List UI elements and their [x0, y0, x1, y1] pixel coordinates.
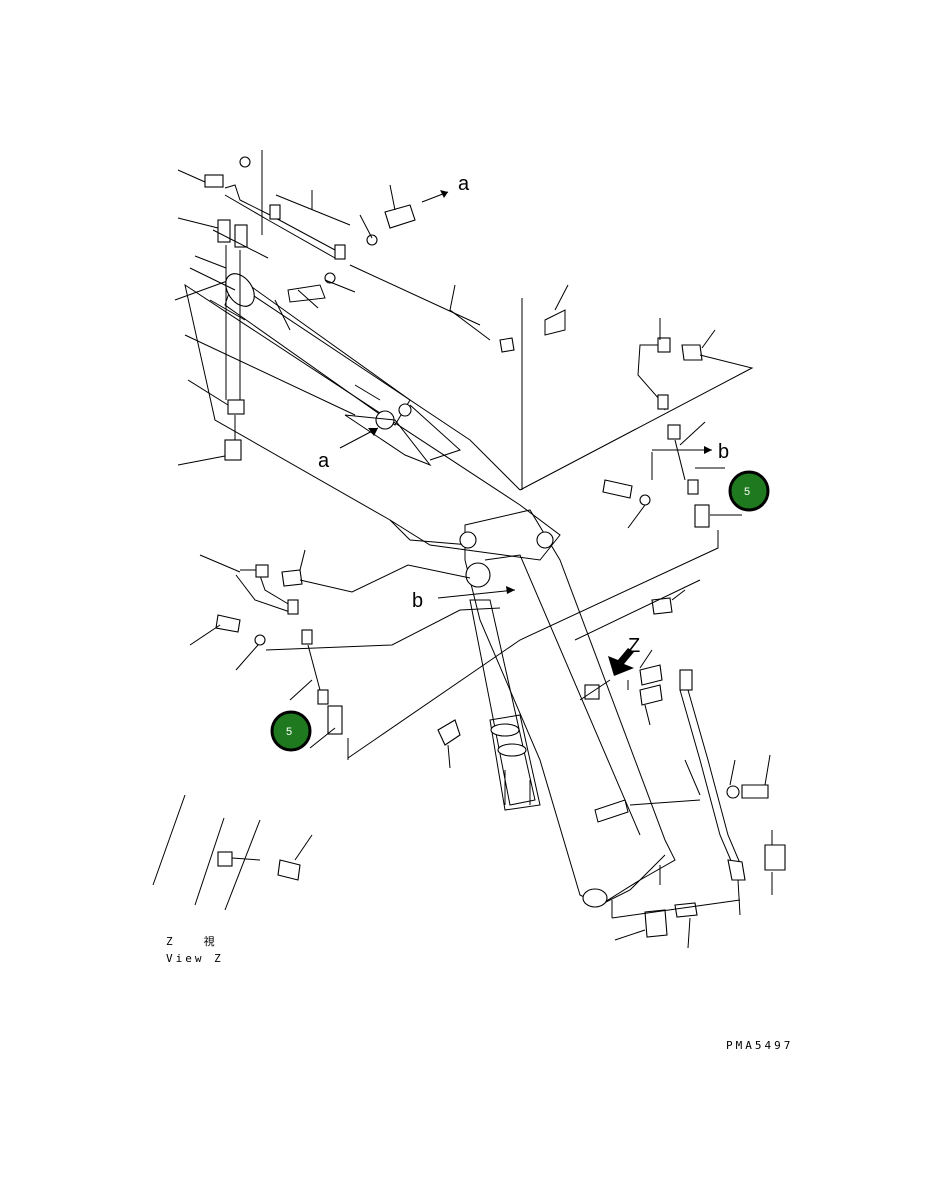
label-b-mid: b [412, 590, 423, 612]
leader-lines [177, 150, 773, 949]
label-b-right: b [718, 441, 729, 463]
hose-group-left-mid [215, 564, 461, 746]
view-z-caption-en: View Z [166, 952, 224, 965]
callout-badge-left[interactable]: 5 [270, 710, 312, 752]
view-z-caption-jp: Z 視 [166, 934, 218, 948]
hose-group-right [499, 309, 710, 528]
label-a-top: a [458, 173, 470, 195]
hose-group-top-left [204, 156, 416, 461]
callout-number: 5 [286, 726, 292, 738]
direction-arrows [339, 190, 712, 676]
boom-cylinder [224, 273, 461, 467]
boom [174, 279, 561, 561]
view-z-arrow-icon [608, 648, 634, 676]
arm [459, 509, 676, 908]
label-z-arrow: Z [628, 635, 640, 657]
label-a-mid: a [318, 450, 330, 472]
callout-badge-right[interactable]: 5 [728, 470, 770, 512]
callout-number: 5 [744, 486, 750, 498]
hose-group-lower-right [584, 597, 786, 938]
view-z-detail [152, 794, 313, 911]
drawing-code: PMA5497 [726, 1039, 793, 1052]
arm-cylinder [469, 599, 541, 811]
